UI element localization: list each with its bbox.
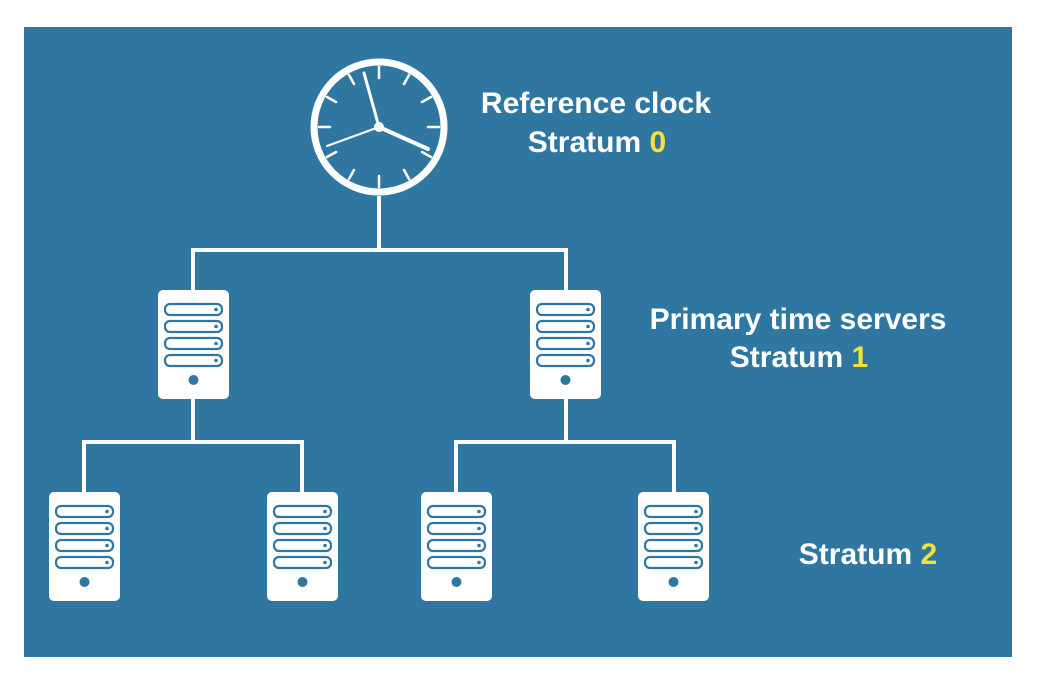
- clock-icon: [310, 58, 448, 196]
- stratum-2-label: Stratum 2: [799, 538, 937, 571]
- stratum-1-label: Stratum 1: [730, 341, 868, 374]
- stratum-2-server-4: [636, 490, 711, 603]
- stratum-1-server-right: [528, 288, 603, 401]
- connector-lines: [82, 196, 676, 492]
- stratum-2-server-2: [265, 490, 340, 603]
- stratum-2-server-3: [419, 490, 494, 603]
- primary-servers-title: Primary time servers: [650, 303, 947, 336]
- reference-clock-title: Reference clock: [481, 87, 711, 120]
- stratum-1-server-left: [156, 288, 231, 401]
- stratum-2-server-1: [47, 490, 122, 603]
- stratum-0-label: Stratum 0: [528, 126, 666, 159]
